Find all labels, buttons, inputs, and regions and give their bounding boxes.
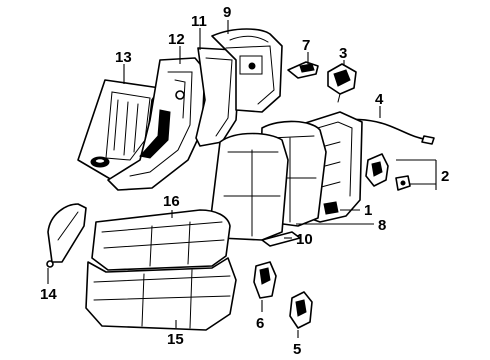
callout-4: 4 — [375, 91, 384, 108]
callout-13: 13 — [115, 49, 132, 66]
callout-12: 12 — [168, 31, 185, 48]
callout-3: 3 — [339, 45, 347, 62]
callout-9: 9 — [223, 4, 231, 21]
part-2-hinge — [365, 153, 411, 191]
callout-labels: 9 11 12 13 7 3 4 2 1 8 10 16 14 15 6 5 — [40, 4, 449, 358]
leader-lines — [47, 20, 437, 338]
callout-14: 14 — [40, 286, 57, 303]
callout-7: 7 — [302, 37, 310, 54]
part-6-buckle-bracket — [253, 261, 277, 299]
callout-11: 11 — [191, 13, 207, 30]
callout-10: 10 — [296, 231, 313, 248]
callout-8: 8 — [378, 217, 386, 234]
part-back-cushion-left — [209, 132, 289, 241]
callout-5: 5 — [293, 341, 301, 358]
callout-2: 2 — [441, 168, 449, 185]
part-10-strip — [261, 231, 301, 247]
part-5-buckle — [289, 291, 313, 329]
callout-1: 1 — [364, 202, 372, 219]
part-14-armrest — [46, 203, 87, 268]
callout-16: 16 — [163, 193, 180, 210]
part-15-seat-base — [85, 257, 237, 331]
part-3-latch — [327, 63, 357, 103]
part-16-seat-cushion — [91, 209, 231, 271]
callout-15: 15 — [167, 331, 184, 348]
callout-6: 6 — [256, 315, 264, 332]
part-9-back-cover — [211, 28, 283, 113]
part-7-bracket — [287, 61, 319, 79]
